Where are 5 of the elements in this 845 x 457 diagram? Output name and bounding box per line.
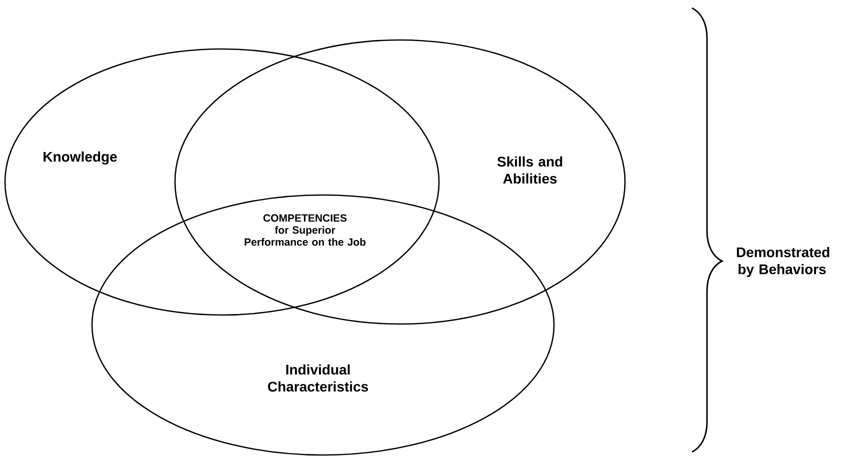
text-label: COMPETENCIES for Superior Performance on the Job <box>244 214 366 246</box>
ellipse-label: Individual Characteristics <box>268 364 368 392</box>
ellipse-label: Skills and Abilities <box>497 156 562 184</box>
text-label: Demonstrated by Behaviors <box>736 246 830 278</box>
ellipse-label: Knowledge <box>44 151 117 165</box>
